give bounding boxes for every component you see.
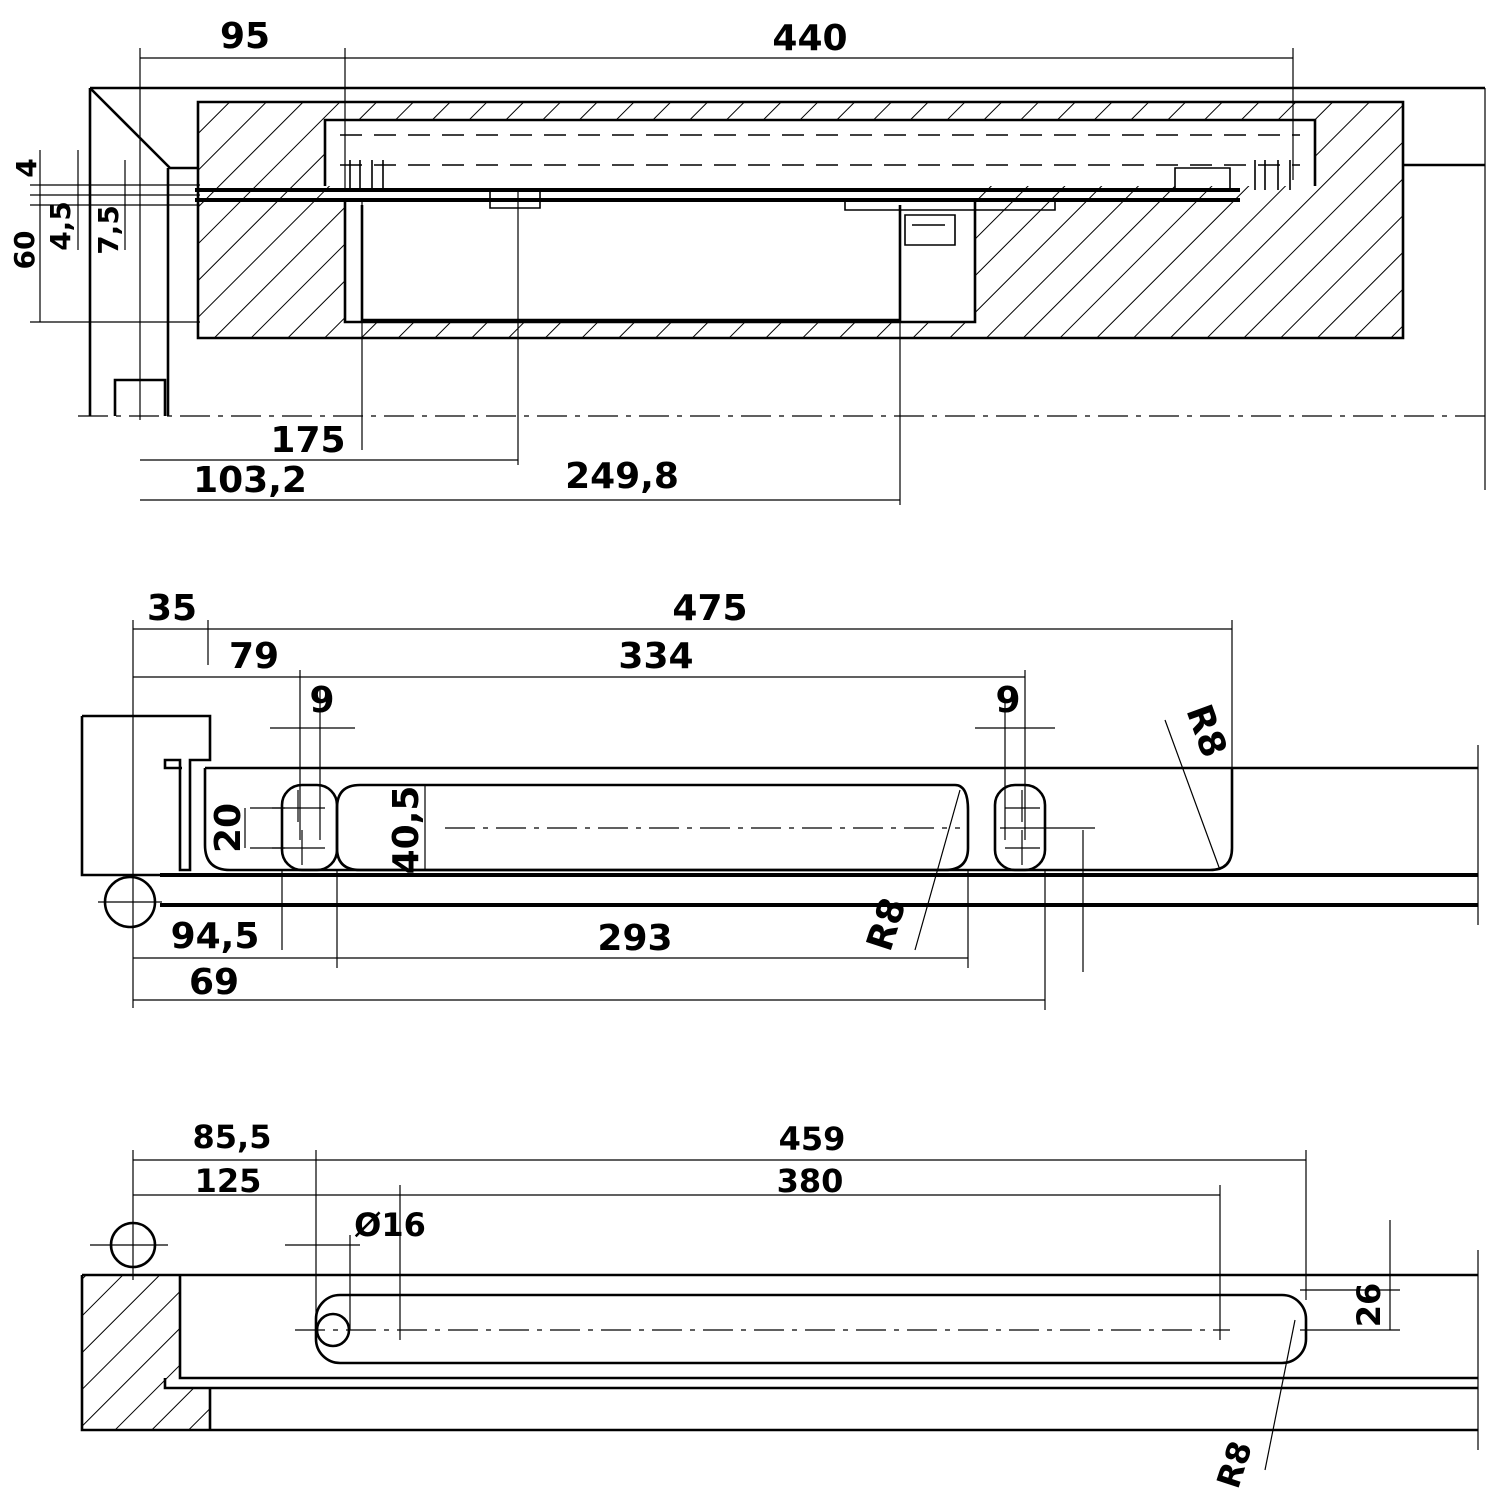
dim-79: 79 — [229, 636, 279, 677]
dim-459: 459 — [779, 1120, 846, 1158]
dim-440: 440 — [772, 18, 847, 59]
dim-20: 20 — [208, 803, 249, 853]
dim-293: 293 — [597, 918, 672, 959]
dim-175: 175 — [270, 420, 345, 461]
top-view: 95 440 4 4,5 7,5 60 175 103,2 249,8 — [8, 16, 1490, 505]
top-hatch-right — [975, 186, 1403, 338]
dim-60: 60 — [8, 231, 41, 270]
dim-40-5: 40,5 — [386, 786, 427, 875]
dim-4-5: 4,5 — [44, 201, 77, 251]
top-hatch-left — [198, 186, 345, 338]
dim-249-8: 249,8 — [565, 456, 679, 497]
bottom-slot — [314, 1293, 1308, 1365]
middle-view: 35 475 79 334 9 9 R8 20 40,5 94,5 293 R8… — [80, 588, 1479, 1010]
dim-380: 380 — [777, 1162, 844, 1200]
dim-9-left: 9 — [309, 680, 334, 721]
dim-69: 69 — [189, 962, 239, 1003]
dim-r8-slot: R8 — [859, 893, 914, 956]
slot-center — [335, 783, 970, 872]
top-recess-outline — [323, 118, 1317, 186]
dim-4: 4 — [10, 158, 43, 177]
dim-9-right: 9 — [995, 680, 1020, 721]
dim-7-5: 7,5 — [92, 205, 125, 255]
dim-334: 334 — [618, 636, 693, 677]
dim-94-5: 94,5 — [171, 916, 260, 957]
dim-35: 35 — [147, 588, 197, 629]
dim-85-5: 85,5 — [193, 1118, 272, 1156]
bottom-view: 85,5 459 125 380 Ø16 26 R8 — [80, 1118, 1479, 1493]
dim-26: 26 — [1350, 1283, 1388, 1328]
dim-475: 475 — [672, 588, 747, 629]
dim-103-2: 103,2 — [193, 460, 307, 501]
top-frame-outline — [196, 100, 1405, 340]
slot-left — [280, 783, 339, 872]
dim-r8-right: R8 — [1178, 699, 1235, 763]
dim-125: 125 — [195, 1162, 262, 1200]
dim-r8-bottom: R8 — [1209, 1436, 1260, 1492]
top-hatch-bottom-strip — [345, 322, 975, 338]
dim-d16: Ø16 — [354, 1206, 426, 1244]
dim-95: 95 — [220, 16, 270, 57]
bottom-hatch-block — [82, 1275, 180, 1430]
